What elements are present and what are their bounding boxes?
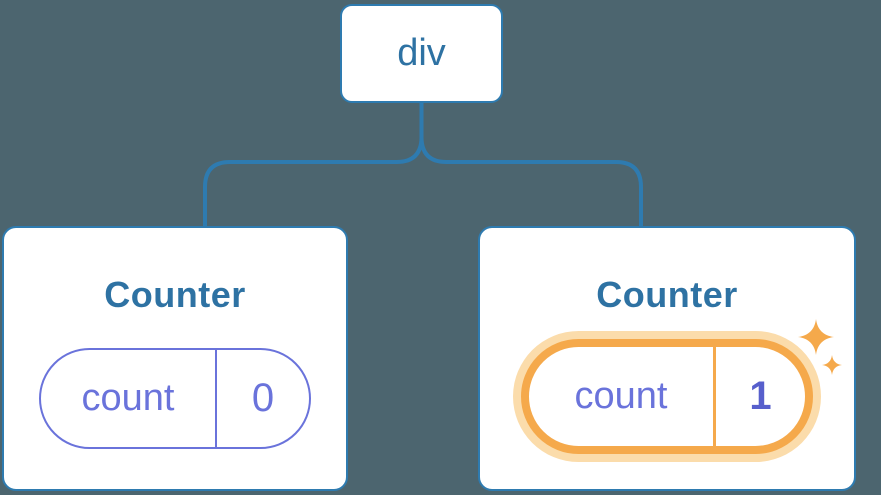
state-key-label: count: [81, 377, 175, 419]
connector-left-branch: [203, 103, 424, 226]
counter-card-left: Counter count 0: [2, 226, 348, 491]
state-pill: count 0: [39, 348, 311, 449]
connector-right-branch: [419, 103, 643, 226]
root-node-div: div: [340, 4, 503, 103]
card-title: Counter: [596, 274, 738, 315]
root-node-label: div: [397, 32, 446, 74]
state-value: 0: [215, 350, 309, 447]
state-key-label: count: [574, 375, 668, 417]
card-title: Counter: [104, 274, 246, 315]
state-value: 1: [713, 347, 805, 446]
counter-card-right: Counter count 1: [478, 226, 856, 491]
state-pill-highlighted: count 1: [521, 339, 813, 454]
